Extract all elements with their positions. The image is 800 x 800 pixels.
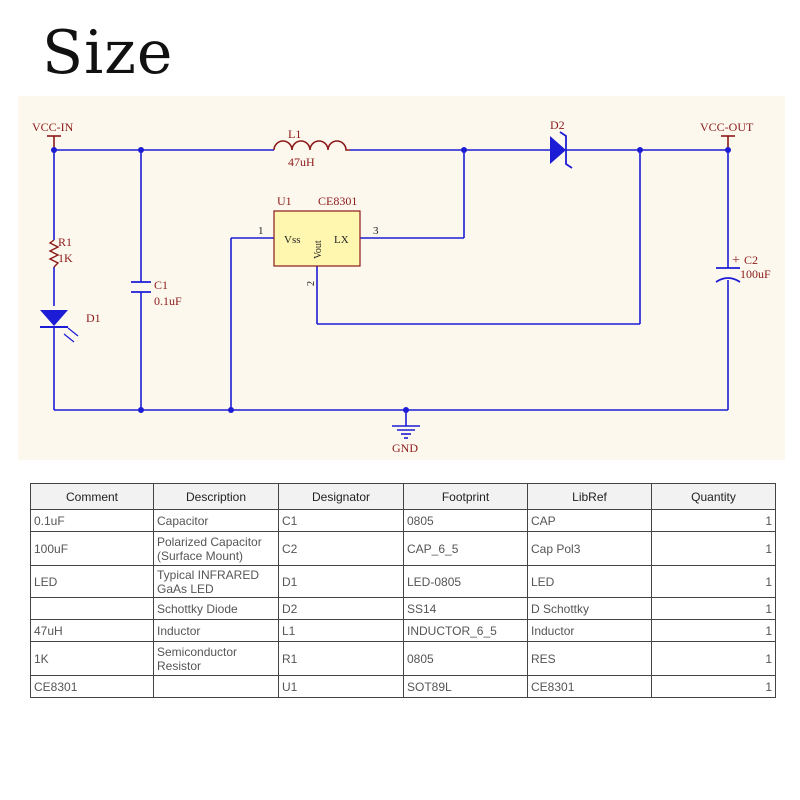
cell-quantity: 1 (651, 675, 776, 698)
cell-designator: U1 (278, 675, 404, 698)
vcc-in-label: VCC-IN (32, 120, 74, 134)
cell-footprint: INDUCTOR_6_5 (403, 619, 528, 642)
cell-libref: Inductor (527, 619, 652, 642)
resistor-symbol (48, 239, 60, 268)
table-row: Schottky Diode D2 SS14 D Schottky 1 (30, 597, 776, 620)
c2-ref-label: C2 (744, 253, 758, 267)
cell-designator: R1 (278, 641, 404, 676)
cell-description: Inductor (153, 619, 279, 642)
cell-quantity: 1 (651, 509, 776, 532)
cell-footprint: LED-0805 (403, 565, 528, 598)
col-header-footprint: Footprint (403, 483, 528, 510)
cell-designator: C2 (278, 531, 404, 566)
cell-description: Capacitor (153, 509, 279, 532)
cell-description: Schottky Diode (153, 597, 279, 620)
col-header-comment: Comment (30, 483, 154, 510)
pin-vout-label: Vout (313, 240, 324, 259)
cell-libref: LED (527, 565, 652, 598)
page-heading: Size (42, 18, 174, 88)
pin-vss-label: Vss (284, 234, 301, 246)
cell-comment: 1K (30, 641, 154, 676)
pin-lx-label: LX (334, 234, 349, 246)
cell-quantity: 1 (651, 531, 776, 566)
c1-value-label: 0.1uF (154, 294, 182, 308)
table-row: 47uH Inductor L1 INDUCTOR_6_5 Inductor 1 (30, 619, 776, 642)
cell-quantity: 1 (651, 619, 776, 642)
l1-ref-label: L1 (288, 127, 301, 141)
cell-description: Typical INFRARED GaAs LED (153, 565, 279, 598)
schematic-svg: VCC-IN VCC-OUT GND L1 47uH D2 U1 CE8301 … (32, 118, 771, 455)
bom-header-row: Comment Description Designator Footprint… (30, 483, 776, 510)
cell-footprint: SS14 (403, 597, 528, 620)
cell-quantity: 1 (651, 641, 776, 676)
table-row: 100uF Polarized Capacitor (Surface Mount… (30, 531, 776, 566)
cell-designator: D1 (278, 565, 404, 598)
led-symbol (40, 310, 79, 343)
cell-comment: 100uF (30, 531, 154, 566)
cell-comment: 0.1uF (30, 509, 154, 532)
cell-quantity: 1 (651, 597, 776, 620)
power-port-markers (47, 135, 735, 150)
c2-polarity-label: + (732, 253, 740, 268)
cell-description: Polarized Capacitor (Surface Mount) (153, 531, 279, 566)
junction-dots (51, 147, 731, 413)
capacitor-c1-symbol (131, 281, 151, 293)
pin-1-number: 1 (258, 225, 264, 237)
table-row: CE8301 U1 SOT89L CE8301 1 (30, 675, 776, 698)
u1-ref-label: U1 (277, 194, 292, 208)
cell-designator: L1 (278, 619, 404, 642)
u1-part-label: CE8301 (318, 194, 357, 208)
r1-value-label: 1K (58, 251, 73, 265)
cell-description (153, 675, 279, 698)
pin-3-number: 3 (373, 225, 379, 237)
cell-designator: D2 (278, 597, 404, 620)
d2-ref-label: D2 (550, 118, 565, 132)
cell-footprint: 0805 (403, 509, 528, 532)
l1-value-label: 47uH (288, 155, 315, 169)
cell-libref: CE8301 (527, 675, 652, 698)
cell-designator: C1 (278, 509, 404, 532)
cell-footprint: CAP_6_5 (403, 531, 528, 566)
cell-comment (30, 597, 154, 620)
cell-comment: 47uH (30, 619, 154, 642)
cell-footprint: 0805 (403, 641, 528, 676)
inductor-symbol (273, 140, 350, 151)
circuit-schematic: VCC-IN VCC-OUT GND L1 47uH D2 U1 CE8301 … (18, 96, 785, 460)
vcc-out-label: VCC-OUT (700, 120, 754, 134)
capacitor-c2-symbol (715, 267, 741, 283)
gnd-label: GND (392, 441, 418, 455)
table-row: LED Typical INFRARED GaAs LED D1 LED-080… (30, 565, 776, 598)
c2-value-label: 100uF (740, 267, 771, 281)
cell-libref: D Schottky (527, 597, 652, 620)
col-header-designator: Designator (278, 483, 404, 510)
table-row: 0.1uF Capacitor C1 0805 CAP 1 (30, 509, 776, 532)
d1-ref-label: D1 (86, 311, 101, 325)
table-row: 1K Semiconductor Resistor R1 0805 RES 1 (30, 641, 776, 676)
cell-libref: RES (527, 641, 652, 676)
wires (53, 149, 729, 426)
col-header-quantity: Quantity (651, 483, 776, 510)
cell-quantity: 1 (651, 565, 776, 598)
cell-libref: Cap Pol3 (527, 531, 652, 566)
cell-comment: LED (30, 565, 154, 598)
cell-libref: CAP (527, 509, 652, 532)
c1-ref-label: C1 (154, 278, 168, 292)
col-header-description: Description (153, 483, 279, 510)
schottky-diode-symbol (550, 131, 573, 169)
ic-u1-body (273, 210, 361, 267)
r1-ref-label: R1 (58, 235, 72, 249)
col-header-libref: LibRef (527, 483, 652, 510)
cell-footprint: SOT89L (403, 675, 528, 698)
cell-comment: CE8301 (30, 675, 154, 698)
pin-2-number: 2 (306, 281, 317, 286)
cell-description: Semiconductor Resistor (153, 641, 279, 676)
ground-symbol (392, 425, 420, 439)
bom-table: Comment Description Designator Footprint… (30, 483, 776, 698)
